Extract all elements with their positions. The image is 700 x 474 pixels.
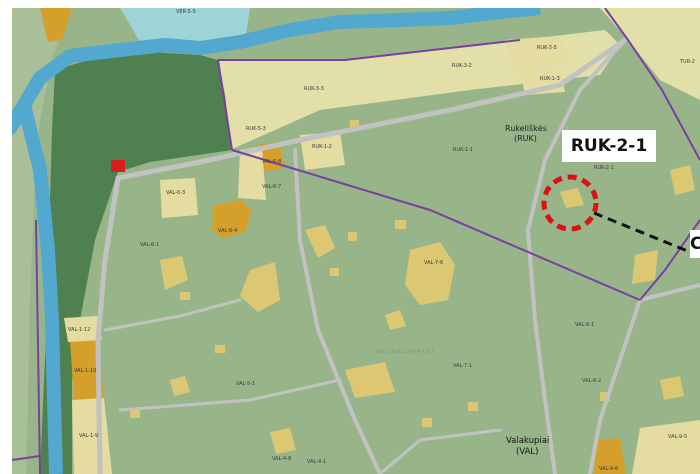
callout-label: RUK-2-1 [562, 130, 656, 162]
zone-label: VAL-1-10 [74, 368, 96, 374]
plot-val-6-7 [238, 146, 266, 200]
plot-val-1-12 [64, 316, 102, 342]
map-canvas[interactable]: VALAKAMPIAI VER-5-5 RUK-3-5 RUK-3-2 RUK-… [12, 8, 700, 474]
zone-label: VAL-8-1 [575, 322, 594, 328]
plot-val-9-6 [594, 438, 626, 474]
zone-label: RUK-1-2 [312, 144, 332, 150]
forest-area [40, 52, 232, 474]
callout-trailing-text: C [690, 230, 700, 258]
river-west-branch [17, 103, 63, 474]
area-watermark: VALAKAMPIAI [375, 348, 434, 356]
zone-label: VAL-8-2 [582, 378, 601, 384]
red-square-marker[interactable] [111, 160, 125, 172]
buildings [130, 120, 695, 454]
place-valakupiai: Valakupiai [506, 436, 549, 446]
plot-orange-nw [40, 8, 72, 42]
zone-label: RUK-2-1 [594, 165, 614, 171]
zone-label: VAL-4-1 [307, 459, 326, 465]
zone-label: VAL-6-4 [218, 228, 237, 234]
plot-val-6-4 [212, 200, 252, 238]
plot-val-6-3 [160, 178, 198, 218]
zone-label: VAL-6-7 [262, 184, 281, 190]
zone-boundaries [12, 8, 700, 474]
zone-label: VAL-5-1 [236, 381, 255, 387]
place-rukeliskes-code: (RUK) [514, 134, 537, 143]
zone-label: RUK-3-5 [537, 45, 557, 51]
leader-line [593, 211, 691, 254]
zone-label: RUK-1-3 [540, 76, 560, 82]
zone-label: VAL-9-6 [599, 466, 618, 472]
zone-label: VAL-6-1 [140, 242, 159, 248]
zone-label: VAL-6-8 [262, 159, 281, 165]
plot-ruk-3-5 [505, 36, 570, 70]
place-valakupiai-code: (VAL) [516, 447, 538, 457]
water-basin [120, 8, 250, 42]
zone-label: VAL-1-12 [68, 327, 90, 333]
river-neris [12, 8, 541, 135]
plot-val-9-5 [632, 420, 700, 474]
zone-tur [600, 8, 700, 100]
zone-label: VAL-7-6 [424, 260, 443, 266]
zone-label: RUK-3-2 [452, 63, 472, 69]
map-frame[interactable]: VALAKAMPIAI VER-5-5 RUK-3-5 RUK-3-2 RUK-… [12, 8, 700, 474]
zone-label: RUK-3-3 [304, 86, 324, 92]
highlight-circle[interactable] [541, 174, 599, 232]
plot-val-1-10 [70, 340, 104, 400]
zone-label: VAL-9-5 [668, 434, 687, 440]
plot-ruk-1-2 [300, 132, 345, 170]
roads [95, 37, 700, 474]
zone-label: VER-5-5 [176, 9, 196, 15]
zone-label: TUR-2 [679, 59, 695, 65]
zone-label: VAL-7-1 [453, 363, 472, 369]
zone-label: RUK-5-3 [246, 126, 266, 132]
zone-label: VAL-1-9 [79, 433, 98, 439]
zone-label: RUK-1-1 [453, 147, 473, 153]
place-rukeliskes: Rukeliškės [505, 123, 547, 133]
zone-label: VAL-6-3 [166, 190, 185, 196]
zone-label: VAL-4-8 [272, 456, 291, 462]
